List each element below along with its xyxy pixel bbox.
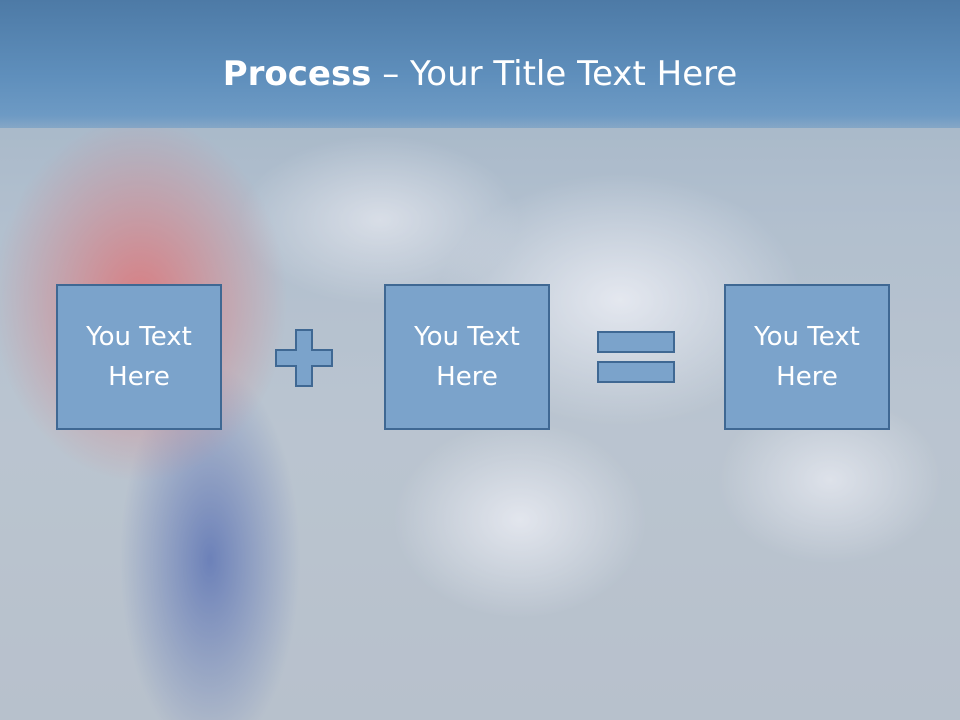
plus-icon[interactable]: [274, 328, 334, 388]
process-box-1-text: You Text Here: [86, 322, 192, 392]
title-band: [0, 0, 960, 128]
process-box-2-text: You Text Here: [414, 322, 520, 392]
process-box-3[interactable]: You Text Here: [724, 284, 890, 430]
slide-title[interactable]: Process – Your Title Text Here: [0, 52, 960, 96]
process-box-2[interactable]: You Text Here: [384, 284, 550, 430]
title-rest: – Your Title Text Here: [371, 54, 738, 94]
equals-icon[interactable]: [596, 330, 676, 386]
process-box-3-text: You Text Here: [754, 322, 860, 392]
title-bold: Process: [222, 54, 372, 94]
process-box-1[interactable]: You Text Here: [56, 284, 222, 430]
